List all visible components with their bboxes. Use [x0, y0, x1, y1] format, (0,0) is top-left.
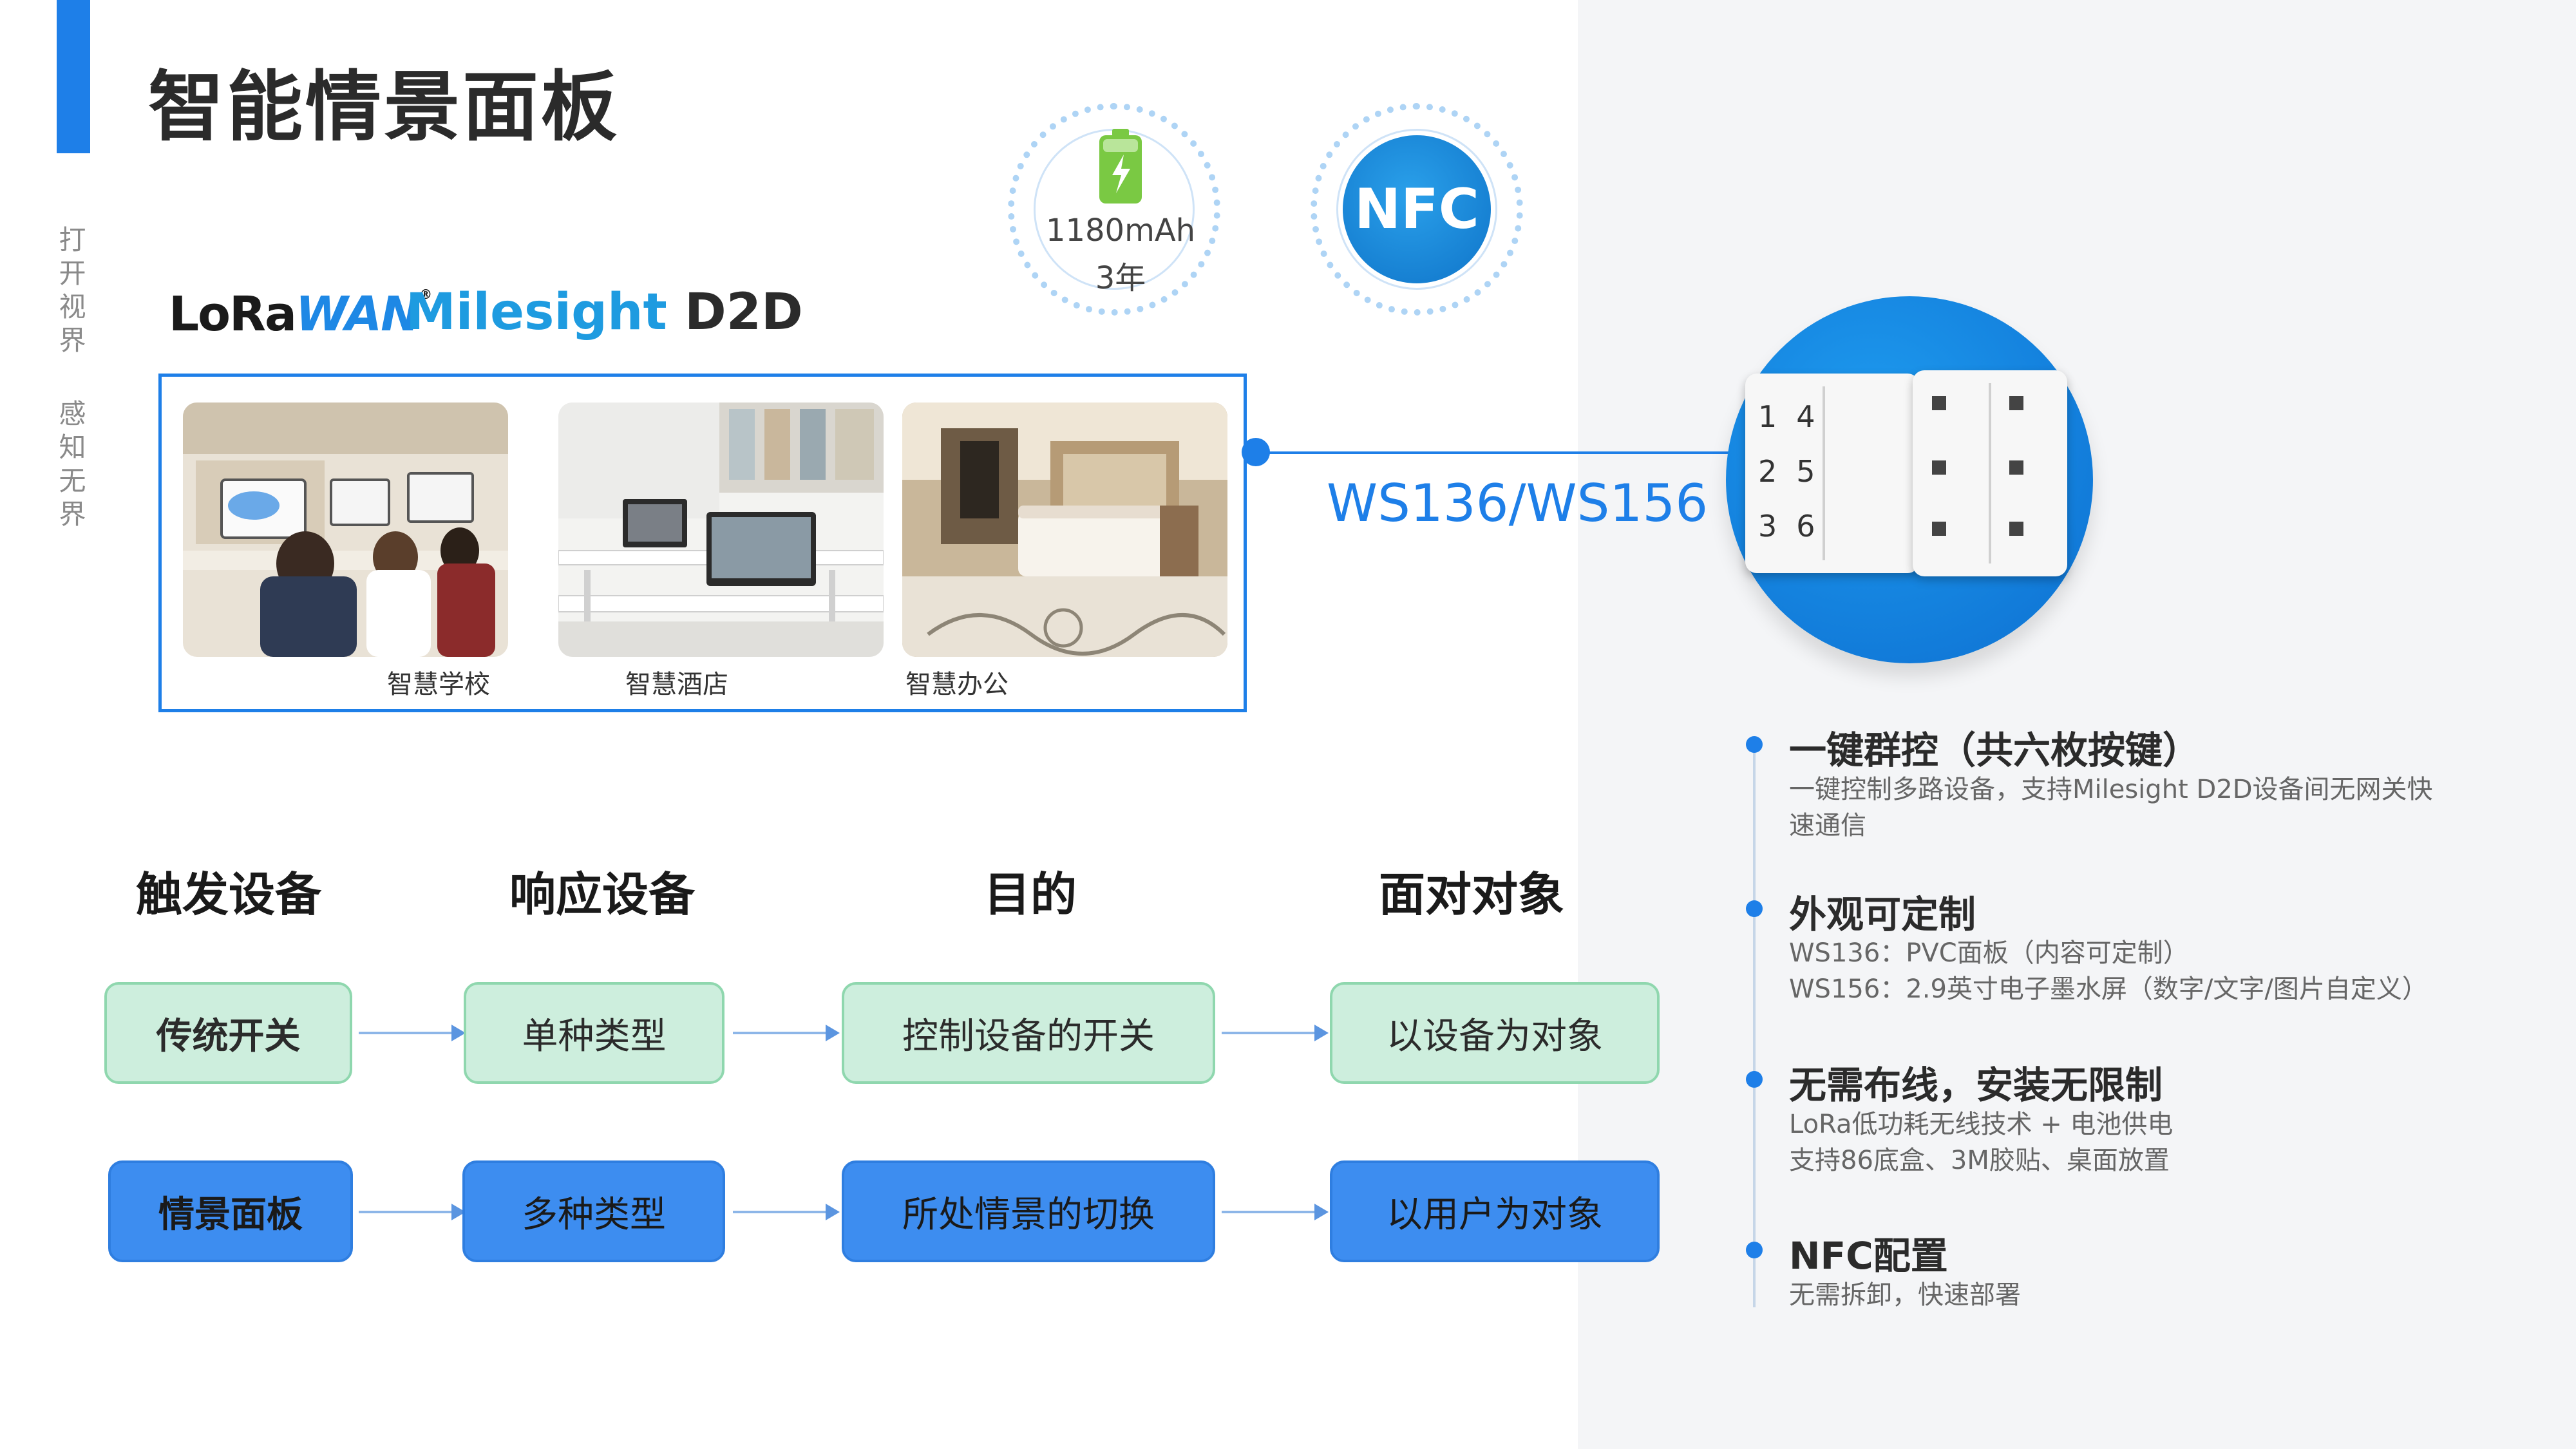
nfc-badge: NFC — [1311, 103, 1523, 316]
battery-badge: 1180mAh 3年 — [1008, 103, 1220, 316]
scene-caption-hotel: 智慧酒店 — [625, 670, 728, 699]
connector-dot — [1242, 438, 1270, 466]
title-accent-bar — [57, 0, 90, 153]
model-label: WS136/WS156 — [1327, 473, 1709, 533]
feature-desc-nfc: 无需拆卸，快速部署 — [1789, 1280, 2021, 1310]
scene-icon — [2009, 460, 2023, 475]
panel-key-3-6: 36 — [1758, 509, 1835, 544]
panel-key-2-5: 25 — [1758, 454, 1835, 489]
feature-title-nfc: NFC配置 — [1789, 1234, 1948, 1278]
scene-icon — [2009, 396, 2023, 410]
flow-traditional-purpose: 控制设备的开关 — [842, 982, 1215, 1084]
side-slogan-2: 感知无界 — [55, 399, 86, 533]
flow-arrow — [733, 1204, 840, 1220]
feature-bullet — [1746, 736, 1763, 753]
flow-traditional-target: 以设备为对象 — [1330, 982, 1660, 1084]
feature-bullet — [1746, 1242, 1763, 1258]
feature-title-wireless: 无需布线，安装无限制 — [1789, 1063, 2163, 1107]
feature-title-group-control: 一键群控（共六枚按键） — [1789, 728, 2201, 772]
ws156-panel — [1913, 370, 2067, 576]
milesight-d2d-logo: Milesight D2D — [406, 283, 803, 341]
scene-photos-frame: 智慧学校 智慧酒店 — [158, 374, 1247, 712]
device-image-circle: 14 25 36 — [1726, 296, 2093, 663]
flow-arrow — [1222, 1025, 1329, 1041]
flow-arrow — [733, 1025, 840, 1041]
page-title: 智能情景面板 — [148, 62, 620, 151]
flow-header-response: 响应设备 — [509, 867, 695, 922]
feature-title-customizable: 外观可定制 — [1789, 893, 1976, 936]
flow-header-purpose: 目的 — [983, 867, 1077, 922]
nfc-icon: NFC — [1343, 135, 1491, 283]
classroom-photo — [183, 402, 508, 657]
flow-header-trigger: 触发设备 — [135, 867, 321, 922]
flow-scene-target: 以用户为对象 — [1330, 1160, 1660, 1262]
scene-caption-school: 智慧学校 — [387, 670, 490, 699]
flow-traditional-trigger: 传统开关 — [104, 982, 352, 1084]
side-slogan-1: 打开视界 — [55, 225, 86, 359]
scene-icon — [1932, 396, 1946, 410]
right-panel-background — [1578, 0, 2576, 1449]
battery-life: 3年 — [1095, 260, 1146, 296]
flow-arrow — [1222, 1204, 1329, 1220]
flow-traditional-response: 单种类型 — [464, 982, 724, 1084]
battery-capacity: 1180mAh — [1045, 213, 1196, 249]
feature-bullet — [1746, 900, 1763, 917]
ws136-panel: 14 25 36 — [1745, 374, 1919, 573]
flow-arrow — [359, 1025, 466, 1041]
flow-arrow — [359, 1204, 466, 1220]
hotel-room-photo — [902, 402, 1227, 657]
feature-bullet — [1746, 1071, 1763, 1088]
features-timeline — [1753, 741, 1756, 1307]
lorawan-logo: LoRaWAN® — [169, 287, 432, 342]
scene-icon — [1932, 522, 1946, 536]
connector-line — [1262, 451, 1752, 454]
panel-key-1-4: 14 — [1758, 399, 1835, 434]
flow-scene-response: 多种类型 — [462, 1160, 725, 1262]
feature-desc-customizable: WS136：PVC面板（内容可定制）WS156：2.9英寸电子墨水屏（数字/文字… — [1789, 938, 2428, 1004]
feature-desc-wireless: LoRa低功耗无线技术 + 电池供电支持86底盒、3M胶贴、桌面放置 — [1789, 1110, 2174, 1175]
scene-icon — [2009, 522, 2023, 536]
scene-caption-office: 智慧办公 — [905, 670, 1009, 699]
flow-scene-purpose: 所处情景的切换 — [842, 1160, 1215, 1262]
feature-desc-group-control: 一键控制多路设备，支持Milesight D2D设备间无网关快速通信 — [1789, 775, 2433, 840]
flow-scene-trigger: 情景面板 — [108, 1160, 353, 1262]
scene-icon — [1932, 460, 1946, 475]
battery-icon — [1099, 129, 1142, 204]
office-photo — [558, 402, 884, 657]
flow-header-target: 面对对象 — [1378, 867, 1564, 922]
